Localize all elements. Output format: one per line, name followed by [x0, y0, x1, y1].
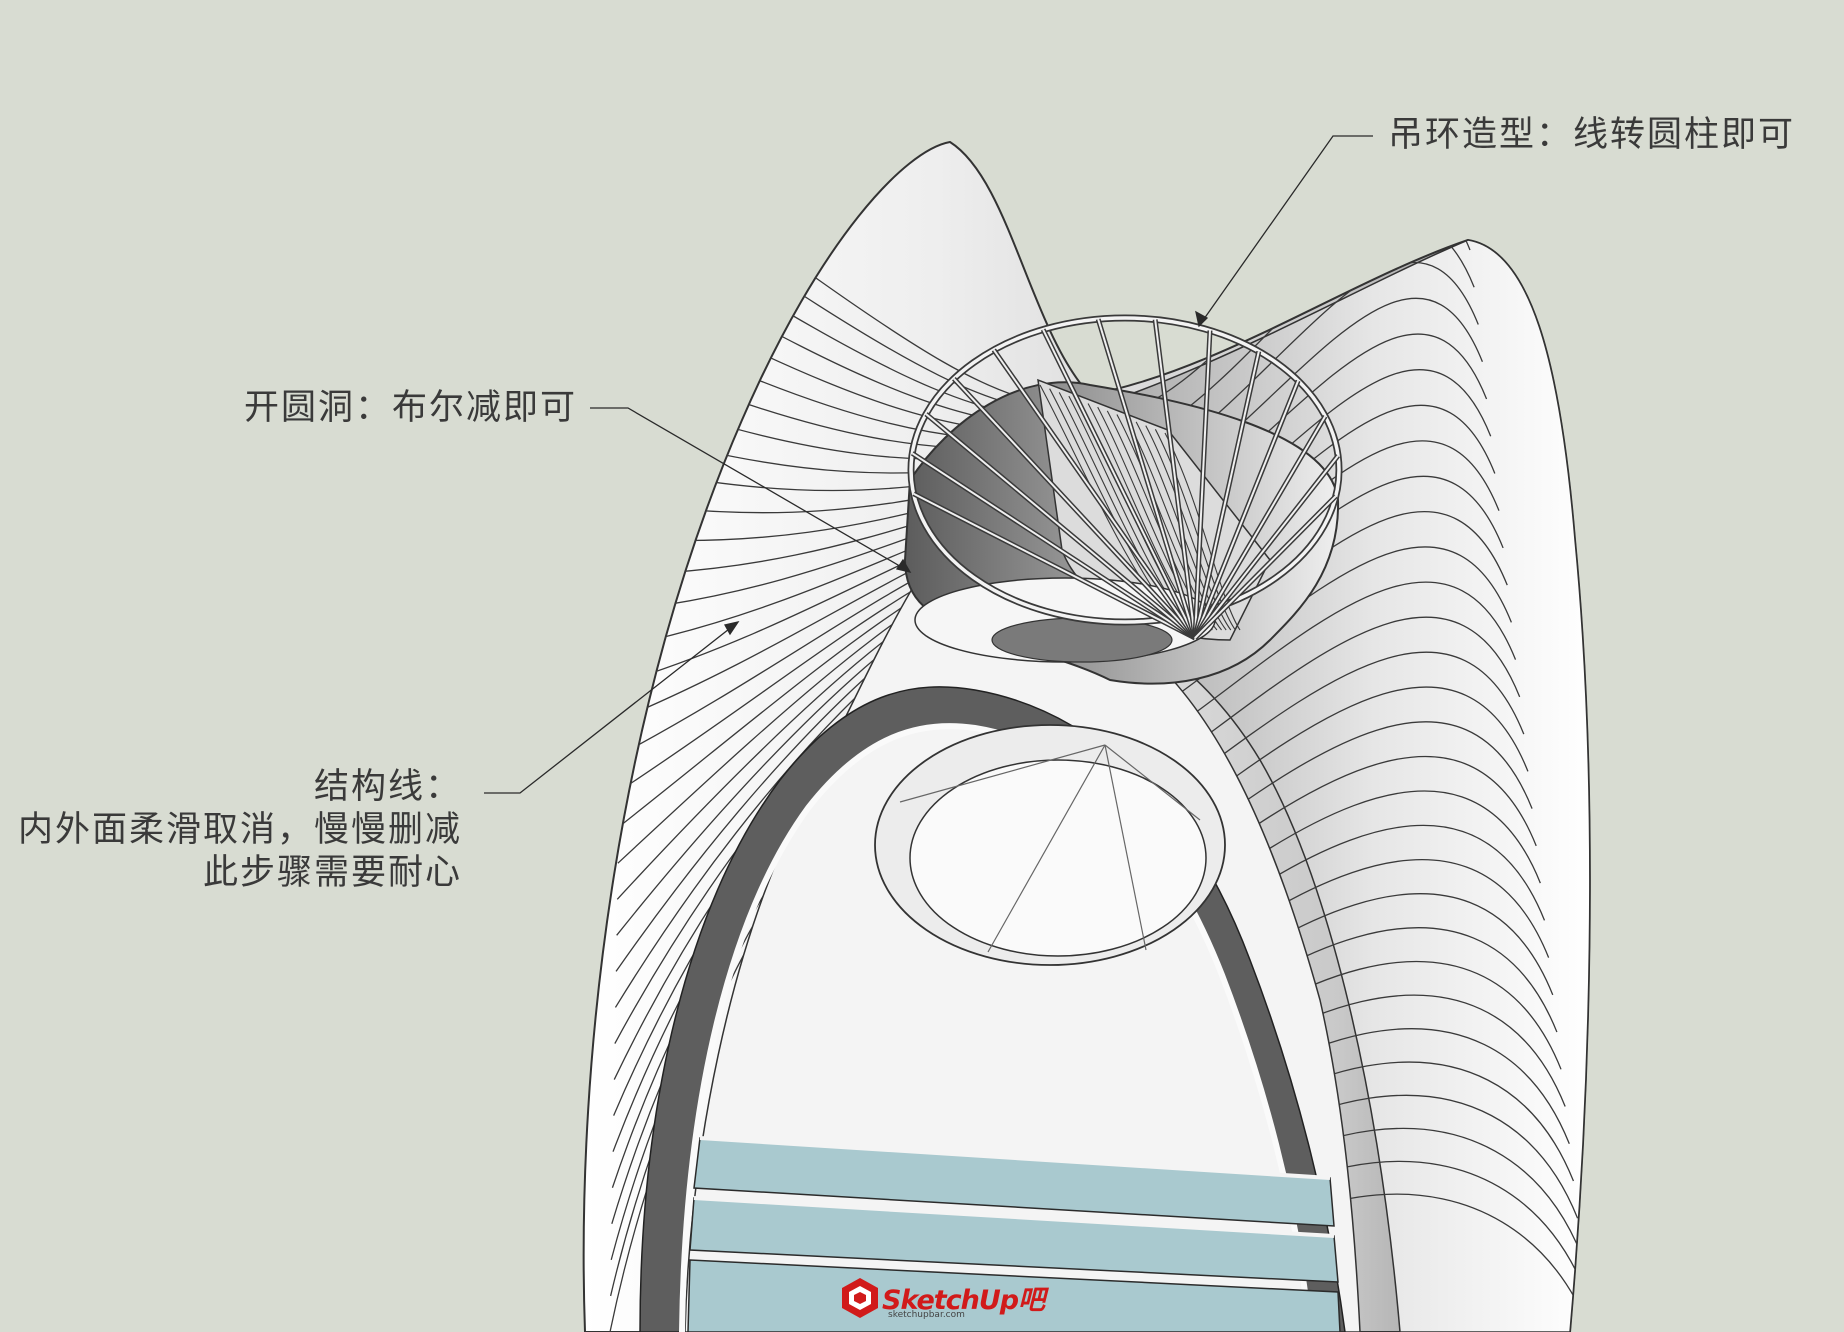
lower-spoke [899, 744, 1106, 803]
ring-spoke-highlight [1154, 319, 1196, 639]
leader-lines [484, 135, 1373, 794]
ring-spoke-highlight [1194, 495, 1337, 639]
annotation-circular-hole: 开圆洞：布尔减即可 [244, 388, 578, 428]
ring-spoke-highlight [1194, 351, 1260, 639]
ring-spoke-highlight [1194, 330, 1211, 639]
glass-floors [687, 1136, 1341, 1332]
annotation-structure-lines-title: 结构线： [313, 767, 462, 807]
hole-wall-line [1145, 425, 1232, 631]
sketchupbar-watermark: SketchUp吧 sketchupbar.com [838, 1276, 1045, 1324]
sketchup-logo-icon [842, 1278, 878, 1318]
hanging-ring-spokes [910, 318, 1341, 641]
hole-wall-line [1164, 432, 1241, 631]
leader-hole [590, 407, 911, 573]
inner-rim-highlight [679, 723, 1313, 1332]
arrow-lines [724, 620, 740, 636]
ring-spoke-highlight [913, 492, 1196, 639]
annotation-structure-lines-line1: 内外面柔滑取消，慢慢删减 [17, 810, 462, 850]
lower-spoke [1104, 744, 1147, 951]
ring-spoke-highlight [1194, 415, 1327, 639]
leader-lines-note [484, 621, 739, 794]
ring-spoke-highlight [911, 452, 1196, 639]
lower-ring-spokes [899, 744, 1201, 953]
hanging-ring-highlight [909, 316, 1341, 624]
ring-spoke-highlight [925, 413, 1196, 639]
annotation-structure-lines: 结构线： 内外面柔滑取消，慢慢删减 此步骤需要耐心 [0, 766, 462, 895]
watermark-url: sketchupbar.com [888, 1310, 965, 1320]
ring-spoke-highlight [1194, 380, 1300, 639]
ring-spoke-highlight [993, 349, 1196, 639]
ring-spoke-highlight [953, 378, 1196, 639]
leader-ring [1198, 135, 1373, 327]
arrow-ring [1195, 310, 1209, 328]
lower-spoke [1104, 744, 1201, 821]
ring-spoke-highlight [1194, 455, 1339, 639]
annotation-hanging-ring: 吊环造型：线转圆柱即可 [1388, 115, 1796, 155]
ring-spoke-highlight [1042, 329, 1196, 639]
ring-spoke-highlight [1097, 318, 1196, 639]
watermark-brand: SketchUp吧 [882, 1285, 1045, 1316]
lower-ring-inner [909, 759, 1207, 957]
arrow-hole [895, 558, 912, 573]
lower-spoke [987, 744, 1106, 953]
annotation-structure-lines-line2: 此步骤需要耐心 [202, 853, 462, 893]
